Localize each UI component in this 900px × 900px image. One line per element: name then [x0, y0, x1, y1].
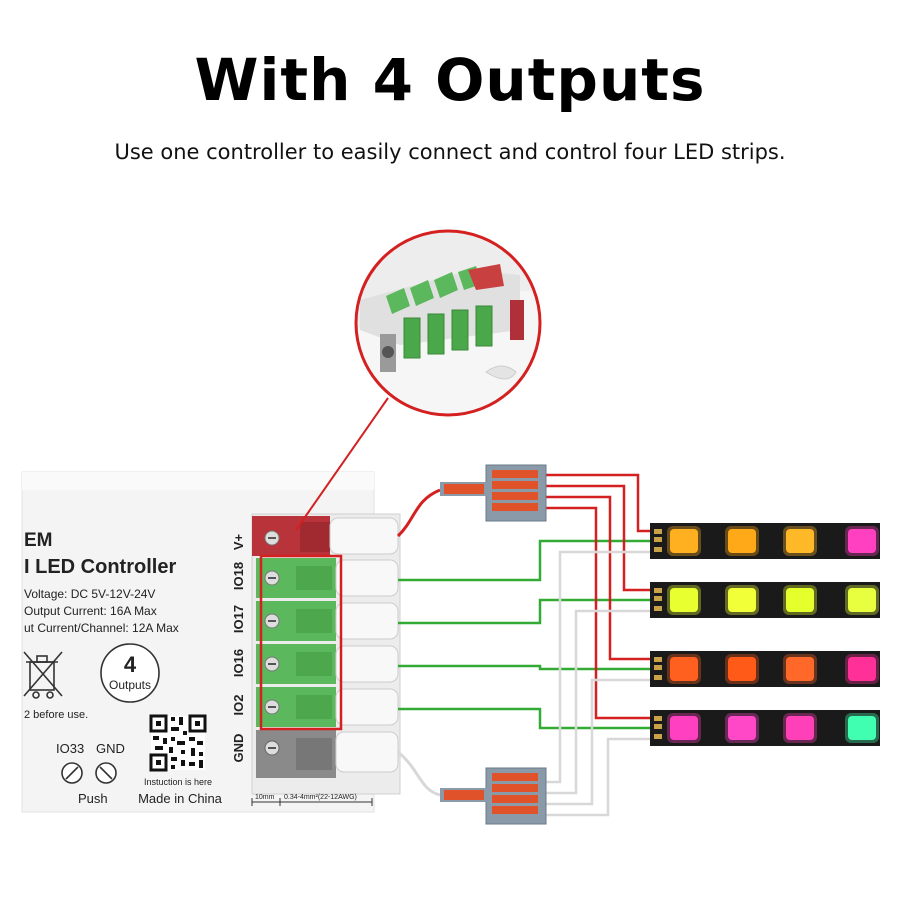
power-wire-strip-4 — [545, 506, 655, 720]
terminal-label-io16: IO16 — [231, 649, 246, 677]
ground-wire-strip-1 — [545, 550, 655, 784]
page-subtitle: Use one controller to easily connect and… — [114, 140, 786, 164]
qr-caption: Instuction is here — [144, 777, 212, 787]
ruler-label: 10mm — [255, 794, 275, 801]
badge-label: Outputs — [109, 678, 151, 692]
top-lever-connector — [440, 464, 547, 522]
led-chip — [728, 588, 756, 612]
led-chip — [728, 529, 756, 553]
ground-wire-in — [397, 750, 441, 797]
product-name: I LED Controller — [24, 556, 176, 578]
led-chip — [848, 716, 876, 740]
spec-channel-current: ut Current/Channel: 12A Max — [24, 621, 179, 635]
ground-wire-strip-4 — [545, 737, 655, 817]
solder-pad — [654, 537, 662, 542]
terminal-gnd[interactable] — [256, 730, 399, 778]
led-chip — [670, 529, 698, 553]
wire-spec-label: 0.34-4mm²(22-12AWG) — [284, 794, 357, 801]
ground-wire-strip-2 — [545, 609, 655, 795]
callout-pointer — [295, 397, 389, 531]
solder-pad — [654, 716, 662, 721]
made-in-label: Made in China — [138, 791, 223, 806]
terminal-label-io2: IO2 — [231, 695, 246, 716]
qr-code — [149, 714, 207, 772]
terminal-io16[interactable] — [256, 644, 399, 684]
led-chip — [848, 529, 876, 553]
wires — [396, 473, 655, 817]
power-wire-strip-1 — [545, 473, 655, 533]
recycle-bin-icon — [23, 651, 63, 699]
spec-voltage: Voltage: DC 5V-12V-24V — [24, 587, 155, 601]
gnd-button[interactable] — [95, 762, 117, 784]
led-chip — [670, 657, 698, 681]
io33-label: IO33 — [56, 741, 84, 756]
led-chip — [786, 529, 814, 553]
led-chip — [728, 657, 756, 681]
led-chip — [786, 657, 814, 681]
solder-pad — [654, 529, 662, 534]
terminal-io18[interactable] — [256, 558, 399, 598]
data-wire-io18 — [398, 539, 655, 582]
led-chip — [670, 588, 698, 612]
solder-pad — [654, 657, 662, 662]
solder-pad — [654, 724, 662, 729]
led-strip — [650, 651, 880, 687]
gnd-button-label: GND — [96, 741, 125, 756]
power-wire-strip-3 — [545, 495, 655, 661]
terminal-label-vplus: V+ — [231, 533, 246, 550]
terminal-io2[interactable] — [256, 687, 399, 727]
solder-pad — [654, 734, 662, 739]
io33-button[interactable] — [61, 762, 83, 784]
ground-wire-strip-3 — [545, 678, 655, 806]
led-chip — [670, 716, 698, 740]
led-chip — [848, 657, 876, 681]
bottom-lever-connector — [440, 767, 547, 825]
led-chip — [728, 716, 756, 740]
outputs-badge: 4 Outputs — [100, 643, 160, 703]
led-chip — [786, 588, 814, 612]
zoom-callout — [354, 229, 542, 417]
power-wire-in — [396, 488, 441, 538]
terminal-labels: V+ IO18 IO17 IO16 IO2 GND — [231, 533, 246, 762]
solder-pad — [654, 665, 662, 670]
terminal-vplus[interactable] — [252, 516, 399, 556]
usage-note: 2 before use. — [24, 709, 88, 721]
highlight-box — [259, 554, 343, 731]
data-wire-io2 — [398, 707, 655, 730]
page-title: With 4 Outputs — [194, 46, 706, 114]
solder-pad — [654, 588, 662, 593]
terminal-label-gnd: GND — [231, 734, 246, 763]
led-chip — [786, 716, 814, 740]
solder-pad — [654, 547, 662, 552]
solder-pad — [654, 675, 662, 680]
controller-unit: EM I LED Controller Voltage: DC 5V-12V-2… — [21, 471, 401, 813]
terminal-block — [251, 513, 401, 795]
spec-output-current: Output Current: 16A Max — [24, 604, 157, 618]
terminal-label-io18: IO18 — [231, 562, 246, 590]
led-chip — [848, 588, 876, 612]
solder-pad — [654, 606, 662, 611]
led-strip — [650, 582, 880, 618]
data-wire-io17 — [398, 598, 655, 625]
data-wire-io16 — [398, 664, 655, 671]
solder-pad — [654, 596, 662, 601]
ruler: 10mm 0.34-4mm²(22-12AWG) — [251, 794, 373, 806]
led-strips — [650, 523, 880, 746]
led-strip — [650, 710, 880, 746]
brand-label: EM — [24, 530, 53, 551]
terminal-io17[interactable] — [256, 601, 399, 641]
badge-number: 4 — [124, 652, 137, 677]
push-label: Push — [78, 791, 108, 806]
power-wire-strip-2 — [545, 484, 655, 592]
led-strip — [650, 523, 880, 559]
terminal-label-io17: IO17 — [231, 605, 246, 633]
